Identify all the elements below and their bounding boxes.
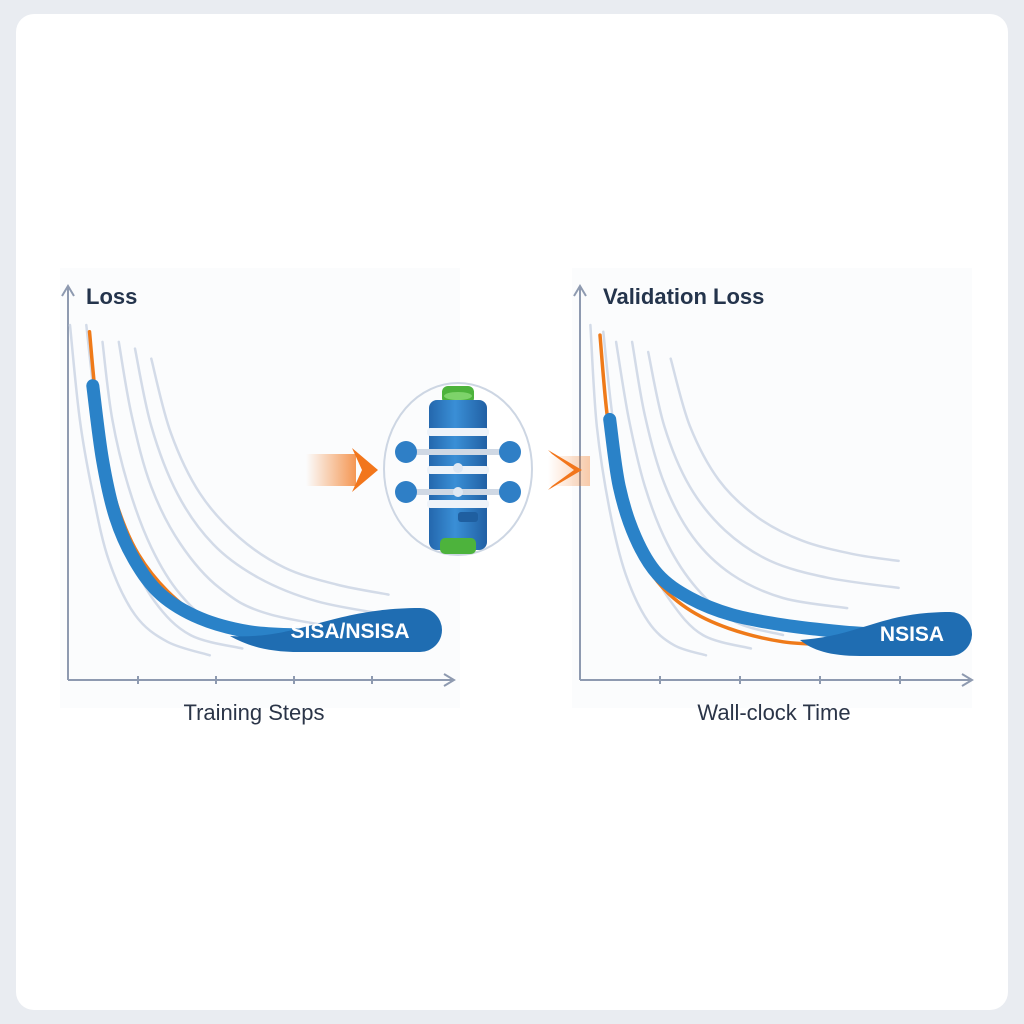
background-series-line — [614, 340, 785, 637]
highlight-pill: NSISA — [800, 612, 972, 656]
chart-title: Validation Loss — [603, 284, 765, 309]
background-series-line — [133, 347, 390, 617]
background-series-line — [669, 357, 900, 563]
validation-loss-chart: NSISA — [573, 284, 974, 687]
background-series-line — [150, 357, 390, 596]
x-axis-arrow — [961, 673, 974, 687]
chevron-arrow-icon — [306, 448, 378, 492]
y-axis-arrow — [573, 284, 587, 297]
blue-series-line — [86, 379, 304, 642]
chevron-arrow-icon — [548, 450, 590, 490]
x-axis-arrow — [443, 673, 456, 687]
background-series-line — [101, 340, 273, 644]
stacked-module-icon — [383, 382, 533, 556]
y-axis-arrow — [61, 284, 75, 297]
background-series-line — [646, 350, 900, 590]
series-layer — [589, 323, 900, 657]
x-axis-label: Training Steps — [183, 700, 325, 725]
background-series-line — [589, 323, 708, 657]
highlight-pill: SISA/NSISA — [230, 608, 442, 652]
pill-shape — [230, 608, 442, 652]
highlight-label: NSISA — [880, 623, 944, 646]
x-axis-label: Wall-clock Time — [697, 700, 851, 725]
background-series-line — [630, 340, 849, 610]
chart-title: Loss — [86, 284, 138, 309]
loss-chart: SISA/NSISA — [61, 284, 456, 687]
background-series-line — [68, 323, 212, 657]
highlight-label: SISA/NSISA — [290, 620, 409, 643]
blue-series-line — [603, 412, 896, 642]
series-layer — [68, 323, 390, 657]
pill-shape — [800, 612, 972, 656]
background-series-line — [117, 340, 390, 637]
